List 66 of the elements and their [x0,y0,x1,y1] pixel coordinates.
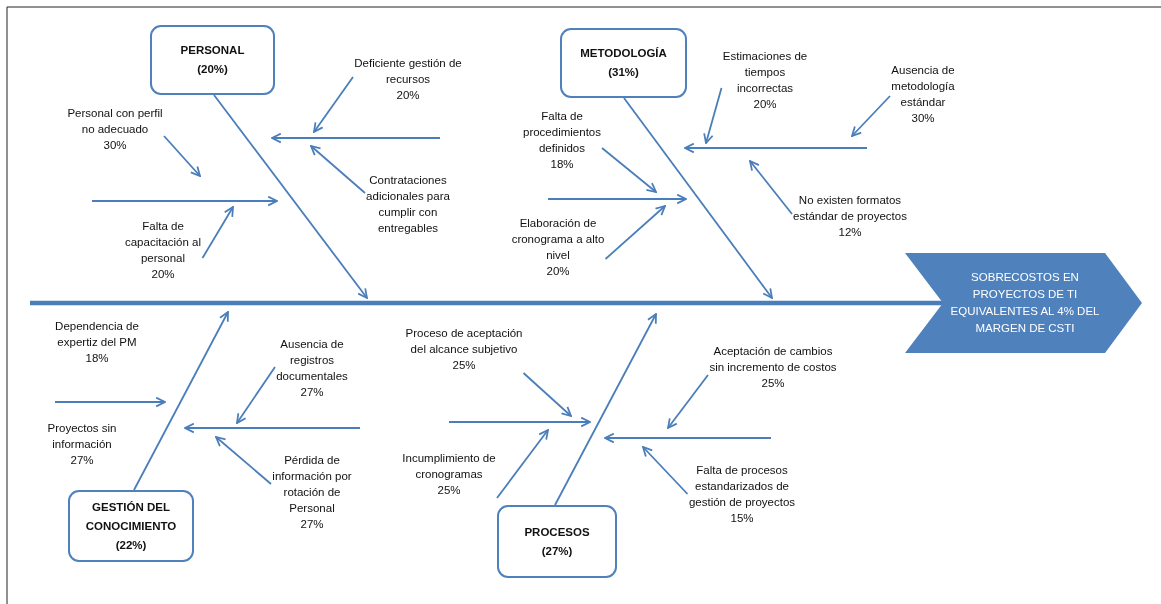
category-box [560,28,687,98]
arrow [749,160,793,215]
cause-text: Falta de capacitación al personal [123,219,203,266]
category-box [68,490,194,562]
cause-text: No existen formatos estándar de proyectos [792,193,908,224]
cause-text: Incumplimiento de cronogramas [401,451,497,482]
cause-text: Pérdida de información por rotación de Personal [271,453,353,516]
arrow [642,446,689,495]
arrow [667,374,709,429]
cause-text: Ausencia de registros documentales [275,337,349,384]
arrow [851,95,891,137]
percentage-text: 20% [395,88,421,103]
bone-arrow [133,311,229,491]
cause-text: Elaboración de cronograma a alto nivel [510,216,606,263]
cause-text: Ausencia de metodología estándar [890,63,956,110]
arrow [313,76,354,133]
arrow [522,372,572,417]
category-box [497,505,617,578]
cause-text: Deficiente gestión de recursos [353,56,463,87]
category-title: PERSONAL [180,43,245,58]
category-percentage: (31%) [608,65,639,80]
effect-text: SOBRECOSTOS EN PROYECTOS DE TI EQUIVALENTES AL 4% DEL MARGEN DE CSTI [950,270,1100,336]
bone-arrow [623,97,773,299]
percentage-text: 20% [752,97,778,112]
category-percentage: (20%) [197,62,228,77]
cause-text: Proyectos sin información [46,421,118,452]
arrow [201,206,234,259]
percentage-text: 27% [299,385,325,400]
cause-text: Falta de procedimientos definidos [522,109,602,156]
cause-text: Dependencia de expertiz del PM [54,319,140,350]
category-box [150,25,275,95]
category-title: GESTIÓN DEL CONOCIMIENTO [84,499,178,534]
bone-arrow [554,313,657,506]
arrow [703,87,723,144]
category-title: PROCESOS [524,524,590,540]
cause-text: Proceso de aceptación del alcance subjetivo [404,326,524,357]
arrow [604,205,666,260]
arrow [496,429,549,499]
percentage-text: 25% [760,376,786,391]
category-percentage: (22%) [115,537,147,553]
arrow [236,366,276,424]
percentage-text: 27% [299,517,325,532]
percentage-text: 15% [729,511,755,526]
percentage-text: 25% [451,358,477,373]
cause-text: Falta de procesos estandarizados de gestión de proyectos [687,463,797,510]
percentage-text: 20% [150,267,176,282]
percentage-text: 18% [549,157,575,172]
arrow [215,436,272,485]
cause-text: Contrataciones adicionales para cumplir con entregables [365,173,451,236]
percentage-text: 20% [545,264,571,279]
percentage-text: 12% [837,225,863,240]
percentage-text: 18% [84,351,110,366]
spine-line [30,300,943,306]
percentage-text: 30% [910,111,936,126]
cause-text: Estimaciones de tiempos incorrectas [721,49,809,96]
bone-arrow [213,94,368,299]
percentage-text: 27% [69,453,95,468]
category-title: METODOLOGÍA [580,46,667,61]
arrow [601,147,657,193]
category-percentage: (27%) [541,543,573,559]
arrow [310,145,366,194]
arrow [163,135,201,177]
cause-text: Aceptación de cambios sin incremento de costos [708,344,838,375]
percentage-text: 30% [102,138,128,153]
percentage-text: 25% [436,483,462,498]
cause-text: Personal con perfil no adecuado [66,106,164,137]
